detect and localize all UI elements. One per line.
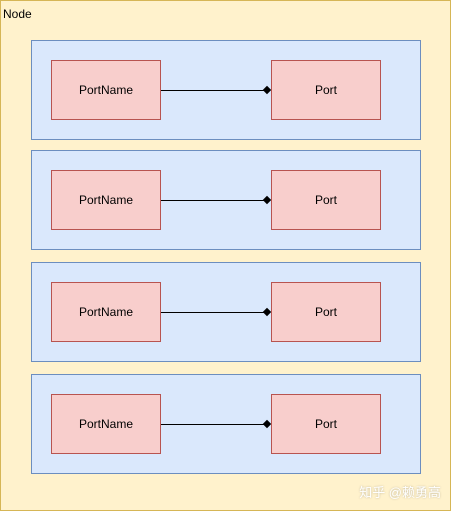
port-row-4: PortName Port [31,374,421,474]
watermark: 知乎 @赖勇高 [359,485,441,500]
connector-line [161,312,268,313]
connector-line [161,90,268,91]
port-name-box[interactable]: PortName [51,170,161,230]
connector-line [161,200,268,201]
port-box[interactable]: Port [271,282,381,342]
node-title: Node [3,7,32,21]
port-row-3: PortName Port [31,262,421,362]
port-row-2: PortName Port [31,150,421,250]
port-box[interactable]: Port [271,60,381,120]
port-name-box[interactable]: PortName [51,394,161,454]
connector-line [161,424,268,425]
port-row-1: PortName Port [31,40,421,140]
port-name-box[interactable]: PortName [51,60,161,120]
diamond-arrow-icon [262,195,272,205]
diamond-arrow-icon [262,419,272,429]
diamond-arrow-icon [262,307,272,317]
diamond-arrow-icon [262,85,272,95]
port-name-box[interactable]: PortName [51,282,161,342]
port-box[interactable]: Port [271,170,381,230]
port-box[interactable]: Port [271,394,381,454]
